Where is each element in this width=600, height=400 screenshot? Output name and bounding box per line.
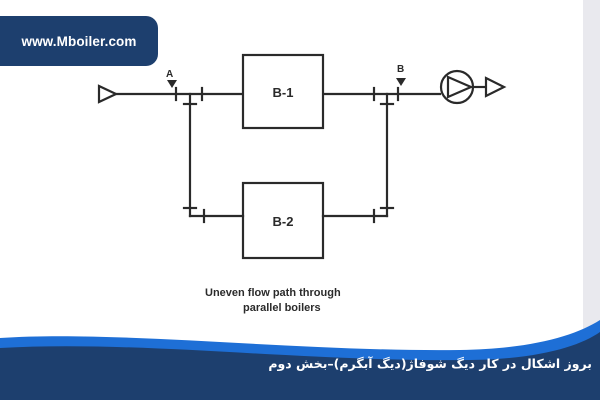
site-url-badge[interactable]: www.Mboiler.com	[0, 16, 158, 66]
boiler-b1-box	[241, 53, 325, 130]
point-b-label: B	[397, 64, 404, 75]
point-a-marker-icon	[167, 80, 177, 88]
point-b-marker-icon	[396, 78, 406, 86]
right-edge-strip	[583, 0, 600, 340]
footer-wave-dark	[0, 332, 600, 400]
inlet-arrow-icon	[97, 84, 119, 104]
site-url-text: www.Mboiler.com	[21, 33, 137, 49]
boiler-b1-label: B-1	[273, 85, 294, 100]
diagram-caption: Uneven flow path through parallel boiler…	[205, 286, 405, 316]
caption-line-1: Uneven flow path through	[205, 287, 341, 299]
pump-impeller-icon	[446, 75, 474, 99]
outlet-arrow-icon	[484, 76, 507, 98]
caption-line-2: parallel boilers	[243, 302, 321, 314]
article-title: بروز اشکال در کار دیگ شوفاژ(دیگ آبگرم)–ب…	[268, 356, 592, 371]
boiler-b2-label: B-2	[273, 214, 294, 229]
point-a-label: A	[166, 69, 173, 80]
boiler-b2-box	[241, 181, 325, 260]
